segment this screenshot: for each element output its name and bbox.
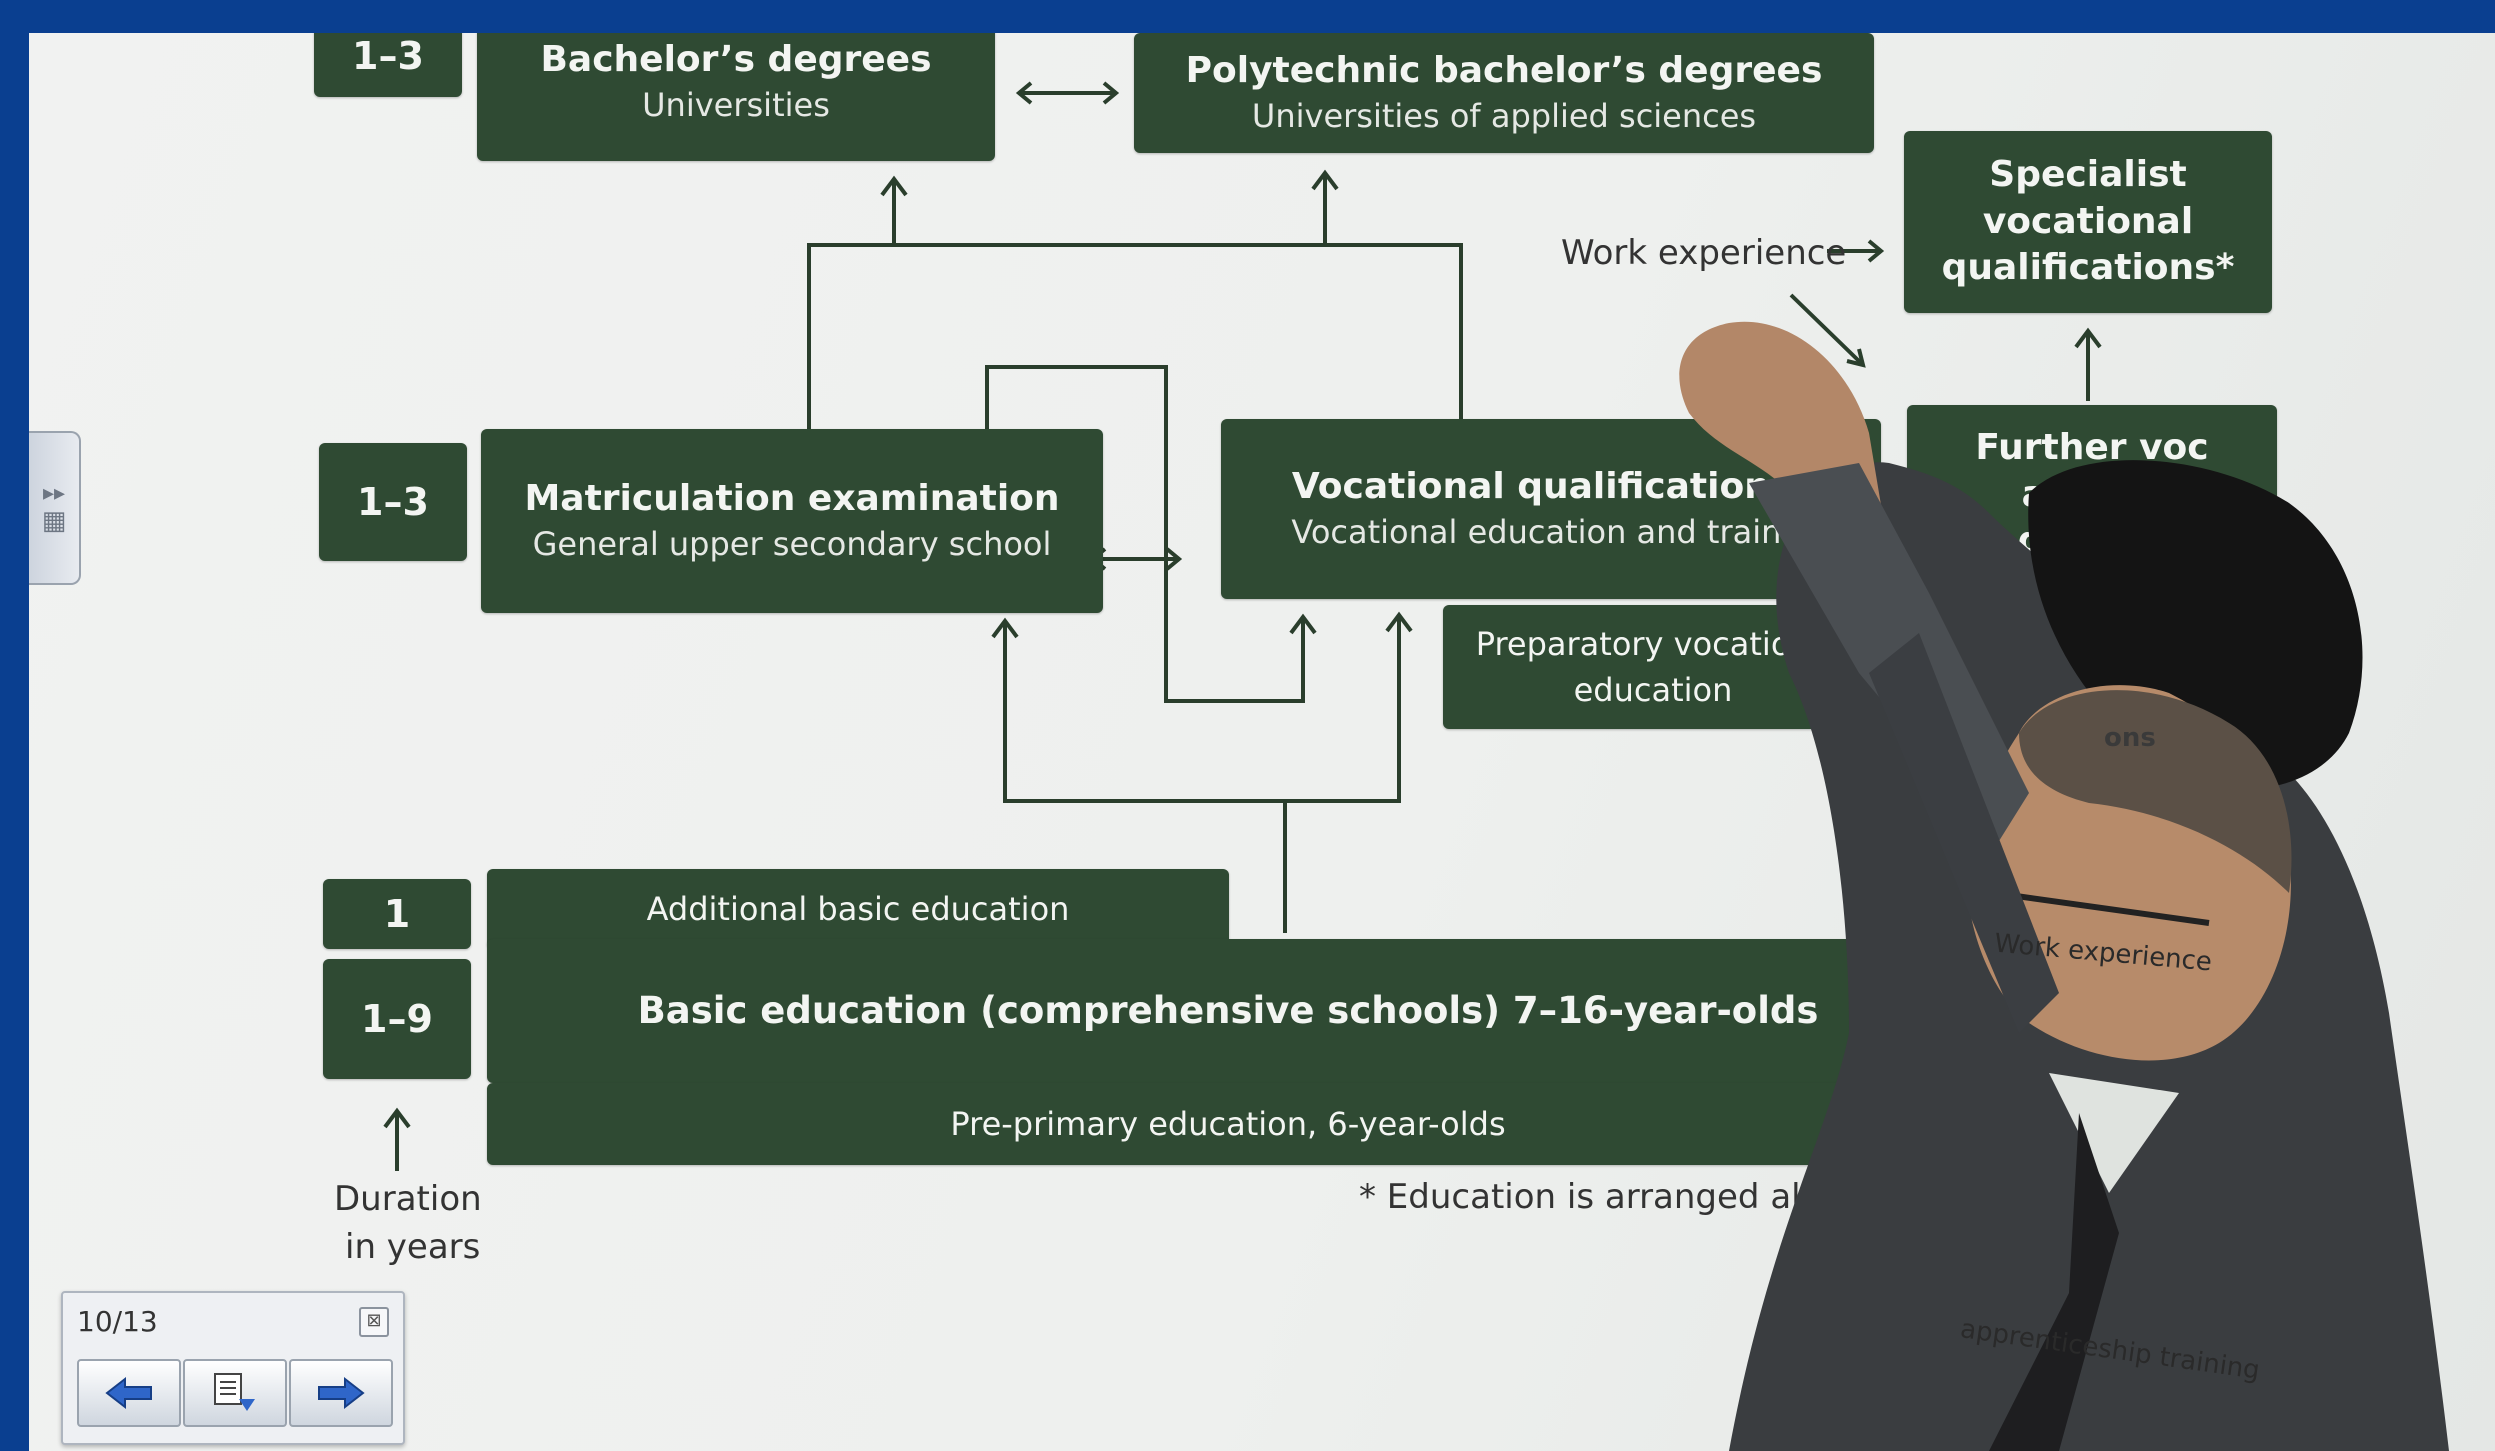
presenter-figure — [1679, 321, 2449, 1451]
preparatory-line2: education — [1573, 671, 1733, 709]
slide-menu-button[interactable] — [183, 1359, 287, 1427]
duration-box-additional: 1 — [323, 879, 471, 949]
preparatory-line1: Preparatory vocationa — [1475, 624, 1831, 663]
matriculation-subtitle: General upper secondary school — [532, 524, 1052, 563]
projector-screen: 1–3 1–3 1 1–9 Bachelor’s degrees Univers… — [29, 33, 2495, 1451]
polytechnic-degrees-box: Polytechnic bachelor’s degrees Universit… — [1134, 33, 1874, 153]
vocational-title: Vocational qualifications* — [1291, 466, 1811, 507]
duration-additional-label: 1 — [383, 892, 411, 936]
polytechnic-subtitle: Universities of applied sciences — [1251, 96, 1757, 135]
projected-ons-text: ons — [2104, 723, 2156, 753]
duration-top-label: 1–3 — [352, 34, 424, 78]
arrow-left-icon — [105, 1376, 152, 1410]
slide-counter: 10/13 — [77, 1305, 158, 1338]
duration-box-basic: 1–9 — [323, 959, 471, 1079]
basic-education-box: Basic education (comprehensive schools) … — [487, 939, 1969, 1083]
additional-basic-education-box: Additional basic education — [487, 869, 1229, 949]
arrow-right-icon — [318, 1376, 365, 1410]
work-experience-label: Work experience — [1561, 233, 1847, 273]
duration-box-middle: 1–3 — [319, 443, 467, 561]
specialist-line1: Specialist — [1989, 153, 2187, 195]
preprimary-title: Pre-primary education, 6-year-olds — [950, 1104, 1506, 1143]
specialist-line2: vocational — [1982, 200, 2194, 242]
duration-label-line2: in years — [345, 1227, 481, 1267]
polytechnic-title: Polytechnic bachelor’s degrees — [1185, 50, 1823, 91]
next-slide-button[interactable] — [289, 1359, 393, 1427]
close-icon[interactable]: ⊠ — [359, 1307, 389, 1337]
bachelor-title: Bachelor’s degrees — [540, 39, 932, 80]
expand-icon: ▸▸ — [42, 480, 66, 506]
vocational-subtitle: Vocational education and trainin — [1291, 512, 1811, 551]
matriculation-box: Matriculation examination General upper … — [481, 429, 1103, 613]
grid-icon: ▦ — [41, 505, 67, 536]
slide-menu-icon — [214, 1373, 255, 1411]
specialist-vocational-box: Specialist vocational qualifications* — [1904, 131, 2272, 313]
duration-label-line1: Duration — [334, 1179, 482, 1219]
duration-middle-label: 1–3 — [357, 480, 429, 524]
pre-primary-education-box: Pre-primary education, 6-year-olds — [487, 1083, 1969, 1165]
specialist-line3: qualifications* — [1941, 247, 2235, 289]
slideshow-side-tab[interactable]: ▸▸ ▦ — [29, 431, 81, 585]
basic-title: Basic education (comprehensive schools) … — [637, 988, 1819, 1032]
duration-box-top: 1–3 — [314, 33, 462, 97]
additional-title: Additional basic education — [646, 889, 1070, 928]
matriculation-title: Matriculation examination — [524, 478, 1060, 519]
bachelor-subtitle: Universities — [642, 85, 830, 124]
bachelor-degrees-box: Bachelor’s degrees Universities — [477, 33, 995, 161]
duration-basic-label: 1–9 — [361, 997, 433, 1041]
slideshow-toolbar: 10/13 ⊠ — [61, 1291, 405, 1445]
previous-slide-button[interactable] — [77, 1359, 181, 1427]
